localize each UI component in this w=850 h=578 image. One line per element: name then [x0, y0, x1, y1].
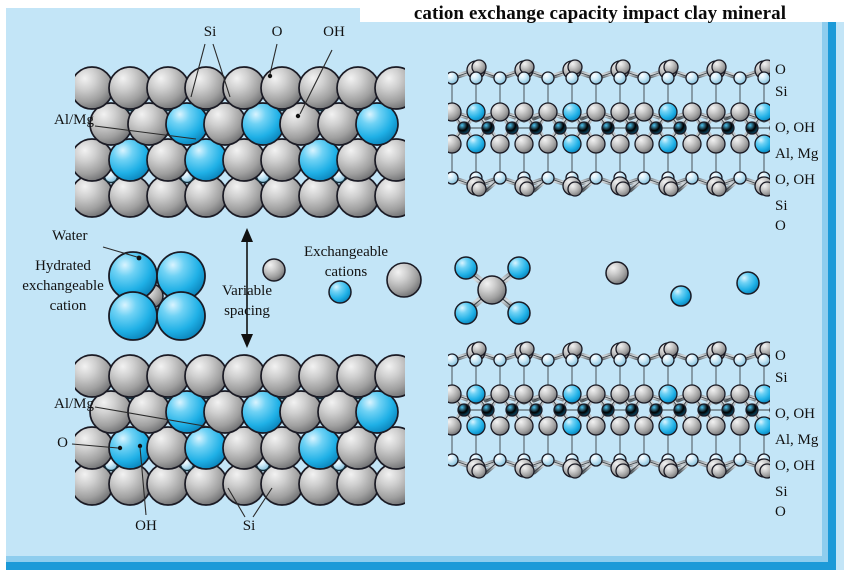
right-label-o-1: O: [775, 62, 786, 78]
label-hydrated-line2: exchangeable: [22, 278, 104, 294]
right-label-almg-1: Al, Mg: [775, 146, 819, 162]
page-title: cation exchange capacity impact clay min…: [413, 3, 787, 24]
right-label-o-3: O: [775, 348, 786, 364]
hydrated-exchangeable-cation-cluster: [108, 251, 206, 341]
sphere-row-octahedral-upper-2: [89, 390, 399, 434]
right-label-si-3: Si: [775, 370, 788, 386]
right-label-si-1: Si: [775, 84, 788, 100]
right-label-si-2: Si: [775, 198, 788, 214]
sphere-row-octahedral-upper: [89, 102, 399, 146]
label-exchangeable-line2: cations: [324, 264, 368, 280]
label-si-top: Si: [203, 24, 217, 40]
water-leader-line: [102, 246, 138, 258]
panel-edge-bottom-soft: [6, 556, 836, 562]
label-o-top: O: [271, 24, 283, 40]
free-gray-cation: [605, 261, 629, 285]
label-water: Water: [52, 228, 88, 244]
free-cyan-cation-2: [736, 271, 760, 295]
sphere-row-top-oxygen-2: [75, 354, 405, 398]
right-label-almg-2: Al, Mg: [775, 432, 819, 448]
bottom-layer-space-filling-model: [75, 354, 405, 506]
title-backdrop: [360, 0, 850, 22]
legend-spheres: [262, 258, 422, 304]
variable-spacing-arrow: [241, 228, 253, 348]
right-label-ooh-1: O, OH: [775, 120, 815, 136]
label-hydrated-line1: Hydrated: [35, 258, 91, 274]
label-variable-spacing-line1: Variable: [222, 283, 272, 299]
label-exchangeable-line1: Exchangeable: [303, 244, 389, 260]
legend-cyan-sphere: [328, 280, 352, 304]
free-cyan-cation-1: [670, 285, 692, 307]
water-marker-dot: [136, 255, 142, 261]
label-oh-top: OH: [323, 24, 345, 40]
panel-edge-bottom: [6, 562, 836, 570]
label-o-bottom: O: [57, 435, 68, 451]
right-label-ooh-2: O, OH: [775, 172, 815, 188]
hydrated-cation-ball-stick: [454, 256, 531, 325]
bottom-leader-lines: [71, 406, 273, 518]
right-label-ooh-4: O, OH: [775, 458, 815, 474]
top-layer-ball-stick-model: [448, 59, 770, 197]
label-variable-spacing-line2: spacing: [224, 303, 270, 319]
oh-marker-dot-bottom: [137, 443, 143, 449]
panel-edge-right-soft: [822, 22, 828, 570]
panel-edge-right: [828, 22, 836, 570]
legend-gray-small-sphere: [262, 258, 286, 282]
bottom-layer-ball-stick-model: [448, 341, 770, 479]
right-label-ooh-3: O, OH: [775, 406, 815, 422]
sphere-row-top-oxygen: [75, 66, 405, 110]
oh-marker-dot-top: [295, 113, 301, 119]
label-hydrated-line3: cation: [49, 298, 87, 314]
o-marker-dot-bottom: [117, 445, 123, 451]
label-almg-top: Al/Mg: [53, 112, 94, 128]
sphere-row-bottom-oxygen-2: [75, 462, 405, 506]
right-label-o-4: O: [775, 504, 786, 520]
right-label-o-2: O: [775, 218, 786, 234]
o-marker-dot-top: [267, 73, 273, 79]
legend-gray-large-sphere: [386, 262, 422, 298]
top-leader-lines: [94, 43, 333, 140]
right-label-si-4: Si: [775, 484, 788, 500]
top-layer-space-filling-model: [75, 66, 405, 218]
label-oh-bottom: OH: [135, 518, 157, 534]
label-si-bottom: Si: [242, 518, 256, 534]
sphere-row-octahedral-lower: [75, 138, 405, 182]
label-almg-bottom: Al/Mg: [53, 396, 94, 412]
sphere-row-octahedral-lower-2: [75, 426, 405, 470]
